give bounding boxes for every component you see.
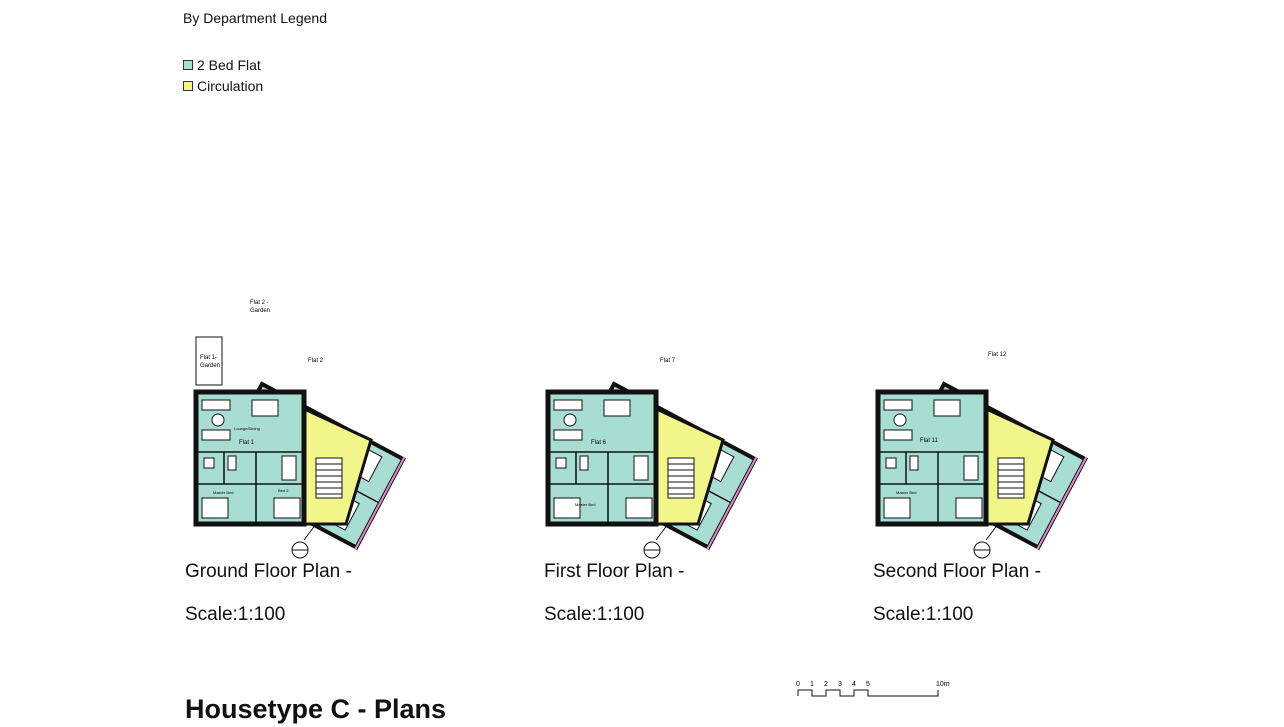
flat-1-garden-label-2: Garden [200,363,220,369]
flat-11-label: Flat 11 [920,438,939,444]
flat-2-garden-label: Flat 2 - [250,300,269,306]
ground-floor-plan [195,336,404,558]
ground-floor-plan-scale: Scale:1:100 [185,604,286,625]
first-floor-plan-title: First Floor Plan - [544,561,685,582]
scale-tick: 4 [852,681,856,688]
flat-6-label: Flat 6 [591,440,607,446]
room-label-master-bed: Master Bed [213,490,233,495]
room-label-master-bed: Master Bed [896,490,916,495]
scale-tick: 3 [838,681,842,688]
second-floor-plan [878,382,1086,558]
flat-7-label: Flat 7 [660,358,676,364]
flat-1-garden-label: Flat 1- [200,355,217,361]
flat-2-label: Flat 2 [308,358,324,364]
ground-floor-plan-title: Ground Floor Plan - [185,561,352,582]
room-label-bed2: Bed 2 [278,488,289,493]
scale-bar-ticks: 0 1 2 3 4 5 10m [796,681,950,688]
scale-bar [797,689,939,697]
flat-12-label: Flat 12 [988,352,1007,358]
legend-item-2-bed-flat: 2 Bed Flat [183,57,261,73]
flat-1-garden-area [195,336,223,386]
flat-1-label: Flat 1 [239,440,255,446]
legend-label: 2 Bed Flat [197,57,261,73]
legend-item-circulation: Circulation [183,78,263,94]
legend-swatch-teal [183,60,193,70]
first-floor-plan-scale: Scale:1:100 [544,604,645,625]
legend-label: Circulation [197,78,264,94]
scale-tick: 1 [810,681,814,688]
second-floor-plan-scale: Scale:1:100 [873,604,974,625]
legend-swatch-yellow [183,81,193,91]
page-title: Housetype C - Plans [185,694,447,724]
legend-title: By Department Legend [183,10,327,26]
scale-tick: 10m [936,681,950,688]
scale-tick: 0 [796,681,800,688]
room-label-master-bed: Master Bed [575,502,595,507]
scale-tick: 5 [866,681,870,688]
flat-2-garden-label-2: Garden [250,308,270,314]
room-label-lounge-dining: Lounge/Dining [234,426,260,431]
scale-tick: 2 [824,681,828,688]
second-floor-plan-title: Second Floor Plan - [873,561,1041,582]
first-floor-plan [548,382,756,558]
